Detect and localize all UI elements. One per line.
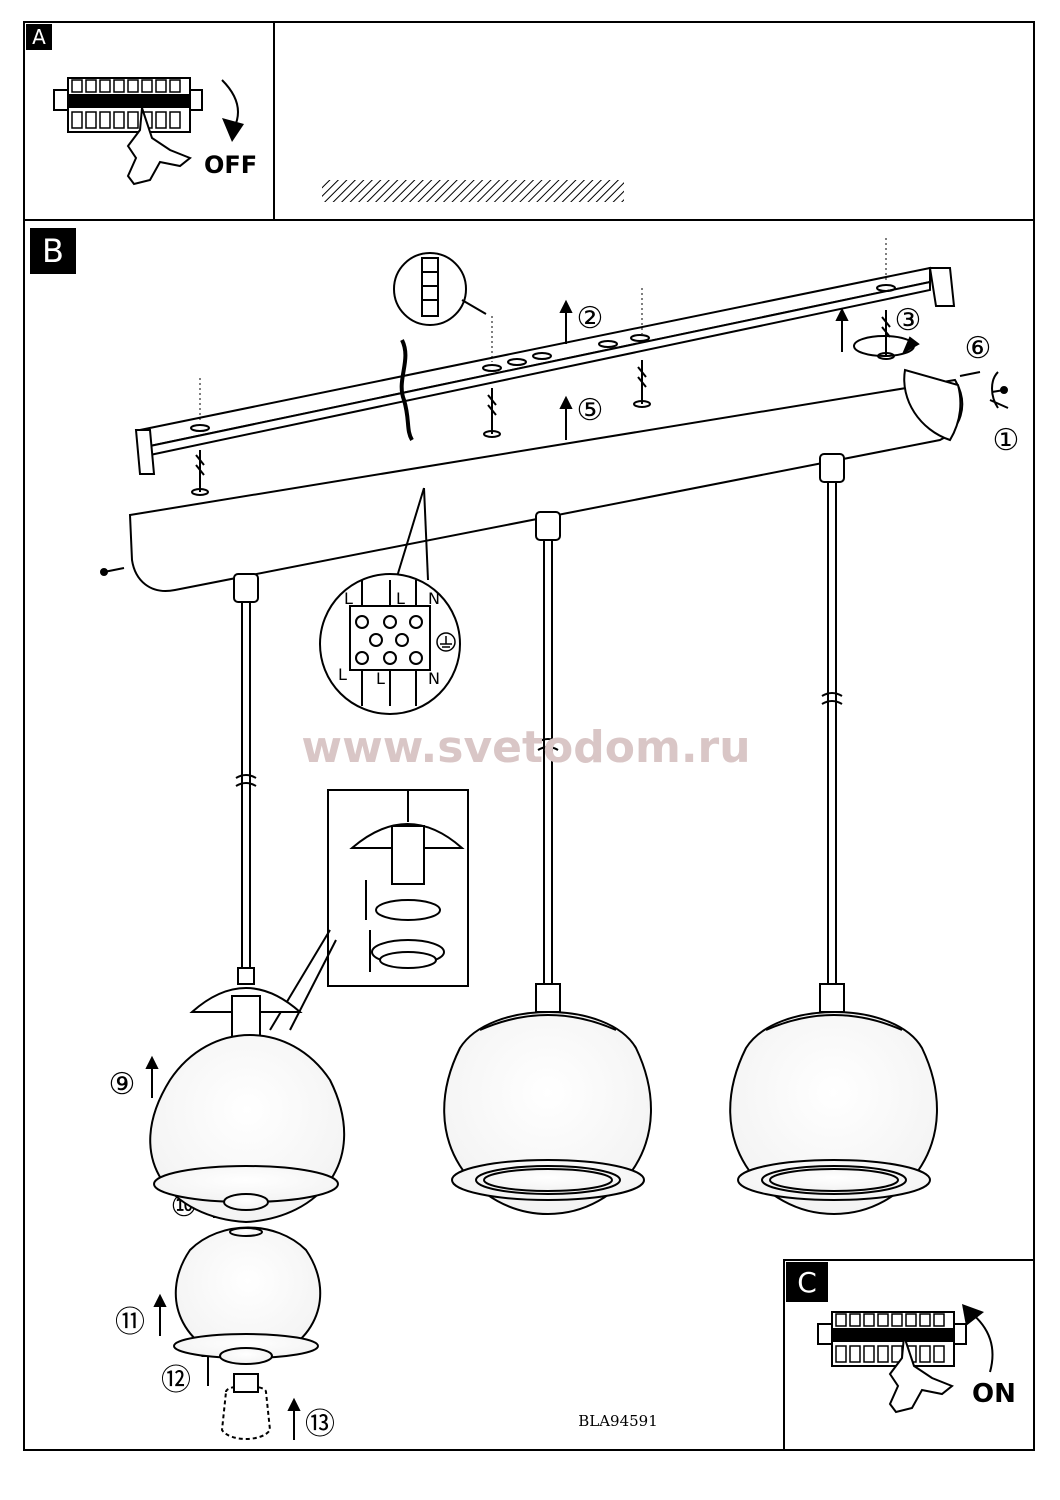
earth-symbol-icon <box>436 632 456 652</box>
step-6: ⑥ <box>965 331 992 366</box>
screw-icon <box>877 310 895 360</box>
panel-c-tag: C <box>797 1266 817 1299</box>
pendant-cables <box>233 453 845 988</box>
panel-b-tag-box <box>30 228 76 274</box>
cable-break-marks <box>235 692 843 787</box>
terminal-top-label-3: N <box>428 589 440 608</box>
screw-guide-lines <box>199 238 887 420</box>
panel-a-tag-box <box>26 24 52 50</box>
screw-icon <box>633 360 651 408</box>
panel-c-switch-label: ON <box>972 1379 1016 1409</box>
side-screw-icon <box>100 567 125 576</box>
screws <box>191 310 895 496</box>
panel-a-tag: A <box>32 25 46 49</box>
bracket-slots <box>190 284 896 432</box>
terminal-block-detail: L L N L L N <box>319 487 461 715</box>
terminal-bottom-label-2: L <box>376 669 385 688</box>
step-11: ⑪ <box>115 1305 145 1340</box>
panel-c-tag-box <box>786 1262 828 1302</box>
step-2: ② <box>577 301 604 336</box>
model-code: BLA94591 <box>578 1412 658 1430</box>
panel-c: C ON <box>783 1259 1035 1451</box>
circuit-breaker-icon <box>53 77 203 133</box>
pendant-1-exploded <box>149 967 346 1440</box>
pendant-2 <box>443 983 652 1216</box>
step-3: ③ <box>895 303 922 338</box>
ceiling-hatch <box>322 180 624 202</box>
terminal-bottom-label-1: L <box>338 665 347 684</box>
hand-icon <box>888 1335 954 1414</box>
pendant-3 <box>729 983 938 1216</box>
step-1: ① <box>993 423 1020 458</box>
step-9: ⑨ <box>109 1067 136 1102</box>
step-5: ⑤ <box>577 393 604 428</box>
terminal-top-label-1: L <box>344 589 353 608</box>
step-12: ⑫ <box>161 1363 191 1398</box>
circuit-breaker-icon <box>817 1311 967 1367</box>
watermark: www.svetodom.ru <box>301 722 750 773</box>
outer-frame <box>23 21 1035 1451</box>
terminal-bottom-label-3: N <box>428 669 440 688</box>
panel-a: A OFF <box>23 21 275 221</box>
terminal-top-label-2: L <box>396 589 405 608</box>
rotate-arrow-icon <box>853 335 1009 409</box>
hand-icon <box>126 107 192 186</box>
panel-a-switch-label: OFF <box>204 151 257 179</box>
panel-b: B <box>24 219 1034 274</box>
end-screw-icon <box>991 386 1008 394</box>
screw-icon <box>483 388 501 438</box>
step-13: ⑬ <box>305 1407 335 1442</box>
dowel-detail <box>393 252 487 326</box>
panel-b-tag: B <box>42 232 64 270</box>
supply-cable <box>399 339 414 442</box>
screw-icon <box>191 450 209 496</box>
detail-pointer-lines <box>269 929 337 1031</box>
shade-detail-box <box>327 789 469 987</box>
terminal-block-icon <box>349 605 431 671</box>
